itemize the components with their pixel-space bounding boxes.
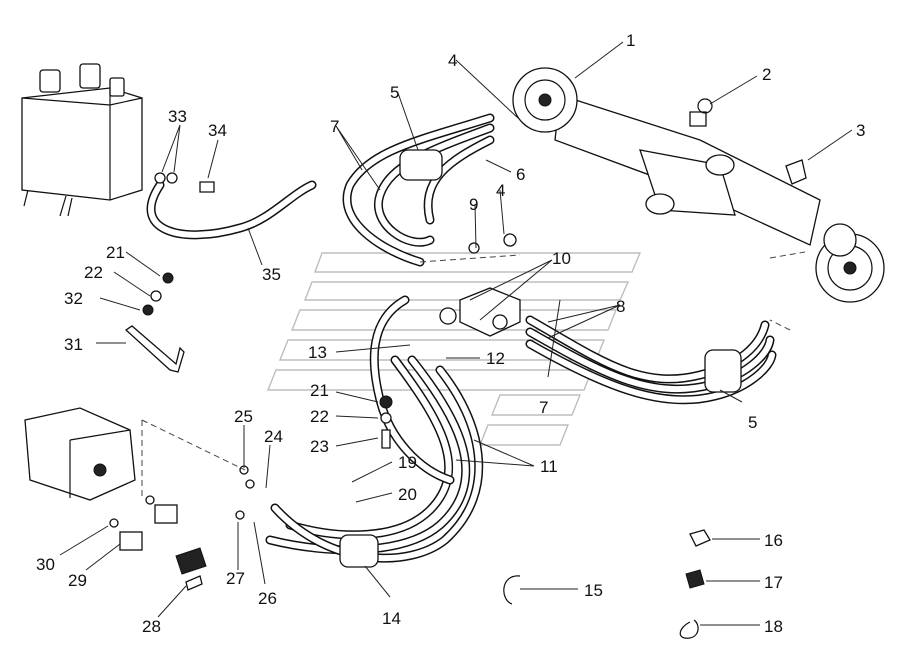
callout-8: 8 (616, 297, 625, 316)
callout-6: 6 (516, 165, 525, 184)
callout-22: 22 (310, 407, 329, 426)
callout-9: 9 (469, 195, 478, 214)
callout-4: 4 (448, 51, 457, 70)
callout-26: 26 (258, 589, 277, 608)
callout-1: 1 (626, 31, 635, 50)
hose-lines (146, 113, 777, 568)
callout-16: 16 (764, 531, 783, 550)
callout-29: 29 (68, 571, 87, 590)
callout-27: 27 (226, 569, 245, 588)
callout-21: 21 (310, 381, 329, 400)
callout-17: 17 (764, 573, 783, 592)
callout-7: 7 (539, 398, 548, 417)
callout-4: 4 (496, 181, 505, 200)
valve-block (439, 233, 521, 337)
callout-13: 13 (308, 343, 327, 362)
callout-24: 24 (264, 427, 283, 446)
hose-clamp-right (704, 349, 742, 393)
callout-31: 31 (64, 335, 83, 354)
callout-35: 35 (262, 265, 281, 284)
callout-labels: 1 2 3 4 4 5 5 6 7 7 8 9 10 11 12 13 14 1… (36, 31, 865, 636)
hose-clamp-bottom (339, 534, 379, 568)
callout-22: 22 (84, 263, 103, 282)
callout-28: 28 (142, 617, 161, 636)
callout-3: 3 (856, 121, 865, 140)
callout-10: 10 (552, 249, 571, 268)
callout-7: 7 (330, 117, 339, 136)
dashed-guides (141, 251, 806, 500)
hydraulic-tank (21, 63, 143, 217)
callout-25: 25 (234, 407, 253, 426)
callout-5: 5 (390, 83, 399, 102)
axle-hardware (689, 98, 807, 185)
callout-30: 30 (36, 555, 55, 574)
callout-18: 18 (764, 617, 783, 636)
small-parts-right (175, 529, 711, 639)
callout-33: 33 (168, 107, 187, 126)
bracket (124, 325, 185, 373)
fasteners (109, 172, 393, 528)
hose-clamp-top (399, 149, 443, 181)
callout-34: 34 (208, 121, 227, 140)
callout-12: 12 (486, 349, 505, 368)
callout-23: 23 (310, 437, 329, 456)
callout-32: 32 (64, 289, 83, 308)
callout-2: 2 (762, 65, 771, 84)
leader-lines (59, 41, 853, 626)
callout-5: 5 (748, 413, 757, 432)
callout-19: 19 (398, 453, 417, 472)
hydraulic-pump (24, 407, 178, 551)
callout-14: 14 (382, 609, 401, 628)
callout-15: 15 (584, 581, 603, 600)
callout-21: 21 (106, 243, 125, 262)
callout-20: 20 (398, 485, 417, 504)
callout-11: 11 (540, 457, 558, 476)
axle-assembly (512, 67, 885, 303)
